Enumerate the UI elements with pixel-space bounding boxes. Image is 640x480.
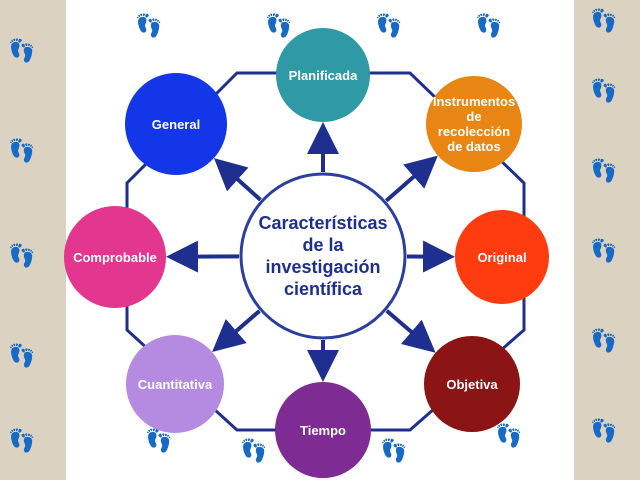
footprints-icon: 👣 [8,428,36,453]
node-general [125,73,227,175]
node-original [455,210,549,304]
node-comprobable [64,206,166,308]
node-instrumentos [426,76,522,172]
center-label: Características de la investigación cien… [258,213,388,299]
arrow-to-instrumentos [384,155,438,203]
footprints-icon: 👣 [240,438,268,463]
arrow-to-objetiva [385,309,436,353]
node-objetiva [424,336,520,432]
footprints-icon: 👣 [135,13,163,38]
footprints-icon: 👣 [495,423,523,448]
footprints-icon: 👣 [145,428,173,453]
node-label-comprobable: Comprobable [73,249,157,265]
footprints-icon: 👣 [265,13,293,38]
node-planificada [276,28,370,122]
node-label-tiempo: Tiempo [300,422,346,438]
node-tiempo [275,382,371,478]
node-label-cuantitativa: Cuantitativa [137,376,213,392]
footprints-icon: 👣 [590,238,618,263]
footprints-icon: 👣 [590,8,618,33]
footprints-icon: 👣 [8,243,36,268]
footprints-icon: 👣 [590,78,618,103]
arrow-to-general [213,158,262,202]
node-label-planificada: Planificada [288,67,358,83]
node-label-instrumentos: Instrumentos de recolección de datos [432,94,516,154]
right-border-panel [574,0,640,480]
footprints-icon: 👣 [380,438,408,463]
node-label-general: General [151,116,201,132]
footprints-icon: 👣 [8,138,36,163]
node-cuantitativa [126,335,224,433]
node-label-objetiva: Objetiva [446,376,498,392]
center-circle [239,172,407,340]
footprints-icon: 👣 [8,343,36,368]
left-border-panel [0,0,66,480]
node-label-original: Original [477,249,527,265]
footprints-icon: 👣 [590,328,618,353]
footprints-icon: 👣 [375,13,403,38]
footprints-icon: 👣 [475,13,503,38]
footprints-icon: 👣 [590,418,618,443]
arrow-to-cuantitativa [212,309,261,352]
footprints-icon: 👣 [590,158,618,183]
footprints-icon: 👣 [8,38,36,63]
